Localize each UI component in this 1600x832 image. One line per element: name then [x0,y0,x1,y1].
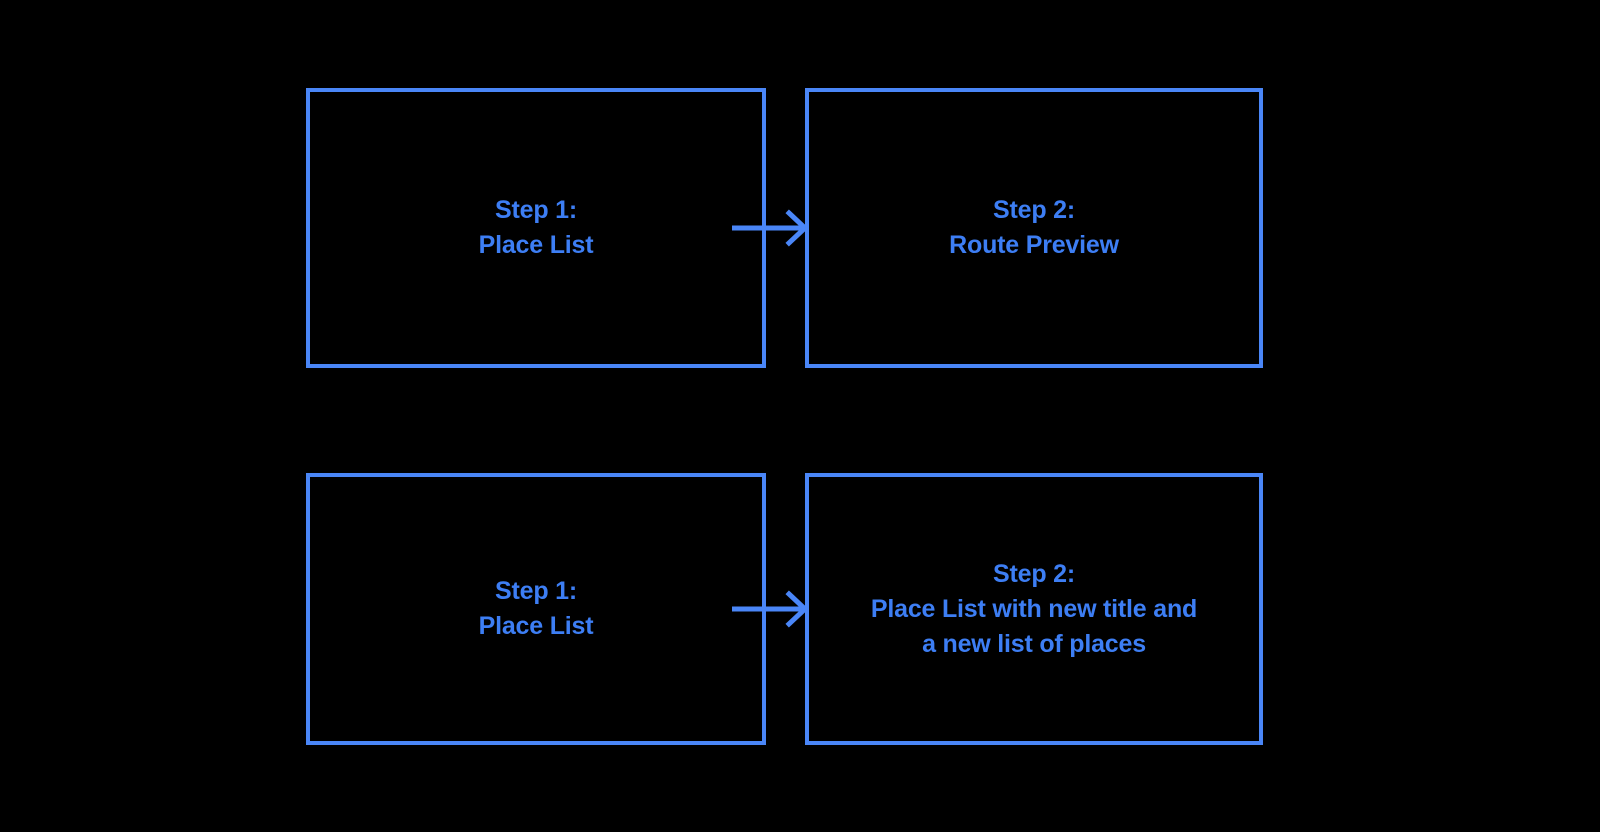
step-box-label: Step 2: Route Preview [949,196,1119,259]
step-box-label: Step 2: Place List with new title and a … [870,559,1198,658]
connector-arrow-1 [732,208,809,248]
step-box-1-source[interactable]: Step 1: Place List [306,88,766,368]
connector-arrow-2 [732,589,809,629]
arrow-right-icon [732,590,809,628]
step-box-2-source[interactable]: Step 1: Place List [306,473,766,745]
flow-row-2: Step 1: Place List Step 2: Place List wi… [306,473,1263,745]
flow-row-1: Step 1: Place List Step 2: Route Preview [306,88,1263,368]
arrow-right-icon [732,209,809,247]
step-box-label: Step 1: Place List [478,577,594,640]
step-box-2-target[interactable]: Step 2: Place List with new title and a … [805,473,1263,745]
step-box-label: Step 1: Place List [478,196,594,259]
step-box-1-target[interactable]: Step 2: Route Preview [805,88,1263,368]
